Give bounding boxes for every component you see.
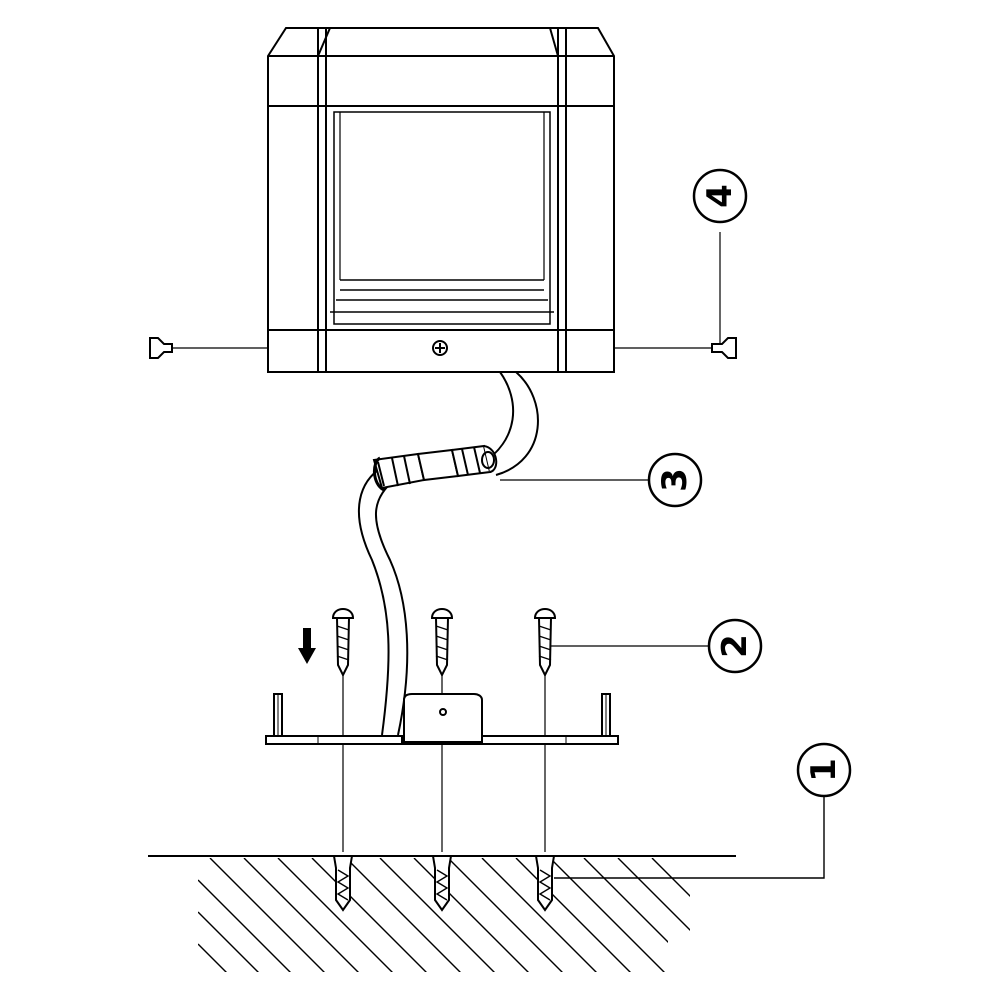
callout-3: 3 [647,452,703,508]
wall-plug-left [332,855,354,912]
callout-2: 2 [707,618,763,674]
callout-2-number: 2 [715,634,755,658]
callout-1: 1 [796,742,852,798]
callout-3-number: 3 [655,468,695,492]
base-plate [265,693,619,745]
left-side-screw [149,337,268,359]
cable-connector [372,444,648,492]
screw-head-icon [432,340,448,356]
callout-4-number: 4 [700,184,740,208]
screw-left [331,608,355,852]
screw-right [533,608,710,852]
wall-plug-center [431,855,453,912]
ground [148,855,736,972]
lower-cable [357,465,409,736]
right-side-screw [614,232,737,359]
callout-1-number: 1 [804,758,844,782]
callout-1-leader [554,796,825,879]
lamp-head [267,27,615,373]
down-arrow-icon [298,628,316,664]
wall-plug-right [534,855,556,912]
callout-4: 4 [692,168,748,224]
